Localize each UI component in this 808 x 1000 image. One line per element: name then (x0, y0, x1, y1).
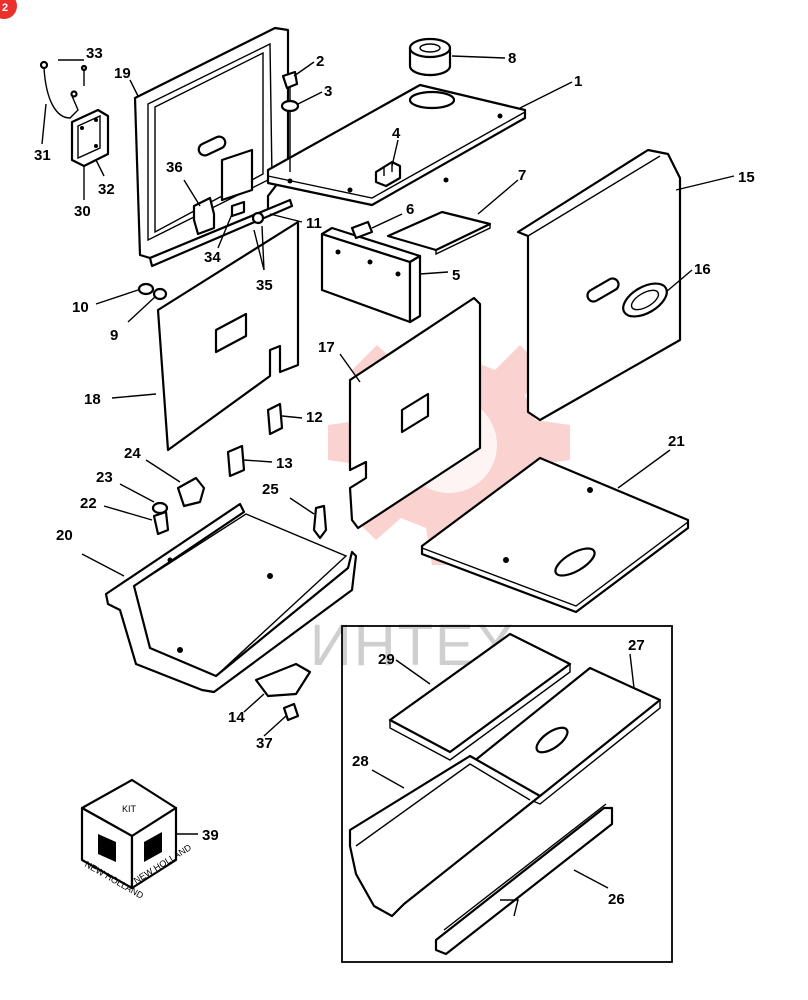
callout-5: 5 (452, 267, 460, 284)
callout-30: 30 (74, 203, 91, 220)
leader-lines (41, 55, 735, 889)
callout-25: 25 (262, 481, 279, 498)
callout-11: 11 (306, 215, 322, 232)
callout-13: 13 (276, 455, 293, 472)
part-5-bracket (320, 226, 422, 324)
part-8-cap (408, 37, 452, 77)
part-25-screw (312, 504, 328, 540)
callout-24: 24 (124, 445, 141, 462)
part-22-bolt (152, 510, 170, 536)
callout-2: 2 (316, 53, 324, 70)
callout-16: 16 (694, 261, 711, 278)
part-20-tray (104, 502, 358, 694)
callout-18: 18 (84, 391, 101, 408)
part-34-tab (230, 200, 246, 218)
part-12-clip (266, 402, 284, 436)
part-10-nut (137, 282, 155, 296)
part-27-board (466, 666, 662, 805)
callout-6: 6 (406, 201, 414, 218)
callout-23: 23 (96, 469, 113, 486)
callout-3: 3 (324, 83, 332, 100)
part-9-screw (152, 287, 168, 301)
callout-32: 32 (98, 181, 115, 198)
callout-35: 35 (256, 277, 273, 294)
callout-20: 20 (56, 527, 73, 544)
callout-14: 14 (228, 709, 245, 726)
part-21-floor-plate (420, 456, 690, 614)
part-16-grommet (622, 282, 668, 318)
callout-21: 21 (668, 433, 685, 450)
part-37-screw (282, 702, 300, 722)
callout-27: 27 (628, 637, 645, 654)
part-36-bracket (192, 196, 216, 236)
callout-19: 19 (114, 65, 131, 82)
part-7-pad (386, 210, 492, 256)
callout-7: 7 (518, 167, 526, 184)
part-6-bolt (350, 220, 374, 240)
part-14-cover (254, 662, 312, 698)
part-28-tray (348, 754, 542, 918)
callout-33: 33 (86, 45, 103, 62)
callout-31: 31 (34, 147, 51, 164)
callout-39: 39 (202, 827, 219, 844)
part-3-washer (280, 99, 300, 172)
callout-28: 28 (352, 753, 369, 770)
part-26-rail (434, 803, 614, 956)
part-33-wire (39, 60, 88, 119)
part-18-panel (156, 220, 300, 452)
callout-labels: 1 2 3 4 5 6 7 8 9 10 11 12 13 14 15 16 1… (34, 45, 755, 908)
callout-29: 29 (378, 651, 395, 668)
callout-17: 17 (318, 339, 335, 356)
part-24-clamp (176, 476, 206, 508)
part-2-bolt (281, 70, 299, 100)
part-11-strip (148, 198, 294, 268)
callout-1: 1 (574, 73, 582, 90)
kit-label: KIT (122, 804, 137, 814)
callout-12: 12 (306, 409, 323, 426)
callout-36: 36 (166, 159, 183, 176)
part-17-panel (348, 296, 482, 530)
part-30-plate (70, 108, 110, 168)
callout-15: 15 (738, 169, 755, 186)
badge-number: 2 (2, 2, 8, 14)
part-39-kit-cube: KIT NEW HOLLAND NEW HOLLAND (80, 778, 193, 901)
callout-10: 10 (72, 299, 89, 316)
callout-22: 22 (80, 495, 97, 512)
part-29-board (388, 632, 572, 761)
callout-9: 9 (110, 327, 118, 344)
callout-34: 34 (204, 249, 221, 266)
callout-26: 26 (608, 891, 625, 908)
corner-badge: 2 (0, 0, 17, 19)
part-15-side-panel (516, 148, 682, 422)
callout-4: 4 (392, 125, 401, 142)
callout-8: 8 (508, 50, 516, 67)
callout-37: 37 (256, 735, 273, 752)
inset-box (341, 625, 673, 963)
part-13-clip (226, 444, 246, 478)
